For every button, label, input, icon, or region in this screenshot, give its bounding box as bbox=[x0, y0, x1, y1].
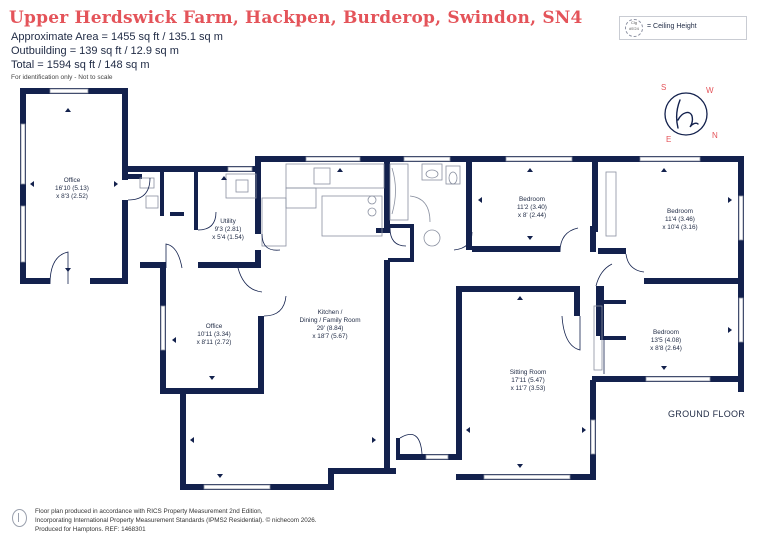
legend-symbol-top: Clg bbox=[630, 20, 637, 25]
label-kitchen-m: x 18'7 (5.67) bbox=[312, 333, 347, 340]
label-utility-m: x 5'4 (1.54) bbox=[212, 234, 244, 241]
label-office-ft: 10'11 (3.34) bbox=[197, 331, 230, 338]
windows bbox=[20, 88, 744, 490]
approximate-area: Approximate Area = 1455 sq ft / 135.1 sq… bbox=[11, 31, 223, 43]
property-title: Upper Herdswick Farm, Hackpen, Burderop,… bbox=[9, 8, 583, 28]
label-bedroom-3-ft: 13'5 (4.08) bbox=[651, 337, 681, 344]
label-sitting-room-m: x 11'7 (3.53) bbox=[511, 385, 546, 392]
rics-logo-icon bbox=[12, 509, 27, 527]
room-labels: Office 16'10 (5.13) x 8'3 (2.52) Utility… bbox=[55, 177, 698, 392]
label-office-name: Office bbox=[206, 323, 223, 330]
label-bedroom-3-name: Bedroom bbox=[653, 329, 679, 336]
compass-letter-e: E bbox=[666, 135, 671, 144]
walls bbox=[20, 88, 744, 490]
floor-label: GROUND FLOOR bbox=[668, 409, 746, 419]
door-swings bbox=[49, 177, 645, 455]
label-office-outbuilding-ft: 16'10 (5.13) bbox=[55, 185, 89, 192]
label-kitchen-ft: 29' (8.84) bbox=[317, 325, 344, 332]
label-kitchen-name-1: Kitchen / bbox=[318, 309, 343, 316]
ceiling-height-legend: Clg #5'24 = Ceiling Height bbox=[619, 16, 747, 40]
label-office-outbuilding-m: x 8'3 (2.52) bbox=[56, 193, 88, 200]
label-bedroom-1-m: x 8' (2.44) bbox=[518, 212, 546, 219]
legend-symbol-bottom: #5'24 bbox=[629, 26, 639, 31]
compass-letter-w: W bbox=[706, 86, 714, 95]
label-bedroom-1-ft: 11'2 (3.40) bbox=[517, 204, 547, 211]
identification-note: For identification only - Not to scale bbox=[11, 74, 113, 81]
compass-letter-s: S bbox=[661, 83, 666, 92]
footer-line-1: Floor plan produced in accordance with R… bbox=[35, 508, 263, 515]
label-bedroom-2-ft: 11'4 (3.46) bbox=[665, 216, 695, 223]
total-area: Total = 1594 sq ft / 148 sq m bbox=[11, 59, 150, 71]
footer-line-3: Produced for Hamptons. REF: 1468301 bbox=[35, 526, 146, 533]
compass-letter-n: N bbox=[712, 131, 718, 140]
radiator-markers bbox=[30, 108, 732, 478]
label-utility-ft: 9'3 (2.81) bbox=[215, 226, 242, 233]
label-sitting-room-name: Sitting Room bbox=[510, 369, 547, 376]
label-office-m: x 8'11 (2.72) bbox=[197, 339, 232, 346]
label-bedroom-2-name: Bedroom bbox=[667, 208, 693, 215]
ceiling-height-symbol: Clg #5'24 bbox=[625, 19, 643, 37]
fixtures bbox=[139, 163, 617, 371]
outbuilding-area: Outbuilding = 139 sq ft / 12.9 sq m bbox=[11, 45, 179, 57]
compass-rose-icon: S W N E bbox=[661, 83, 718, 144]
label-bedroom-1-name: Bedroom bbox=[519, 196, 545, 203]
label-kitchen-name-2: Dining / Family Room bbox=[299, 317, 360, 324]
label-bedroom-3-m: x 8'8 (2.64) bbox=[650, 345, 682, 352]
legend-label: = Ceiling Height bbox=[647, 23, 697, 30]
footer-line-2: Incorporating International Property Mea… bbox=[35, 517, 317, 524]
label-utility-name: Utility bbox=[220, 218, 236, 225]
label-sitting-room-ft: 17'11 (5.47) bbox=[511, 377, 544, 384]
label-office-outbuilding-name: Office bbox=[64, 177, 81, 184]
label-bedroom-2-m: x 10'4 (3.16) bbox=[662, 224, 697, 231]
